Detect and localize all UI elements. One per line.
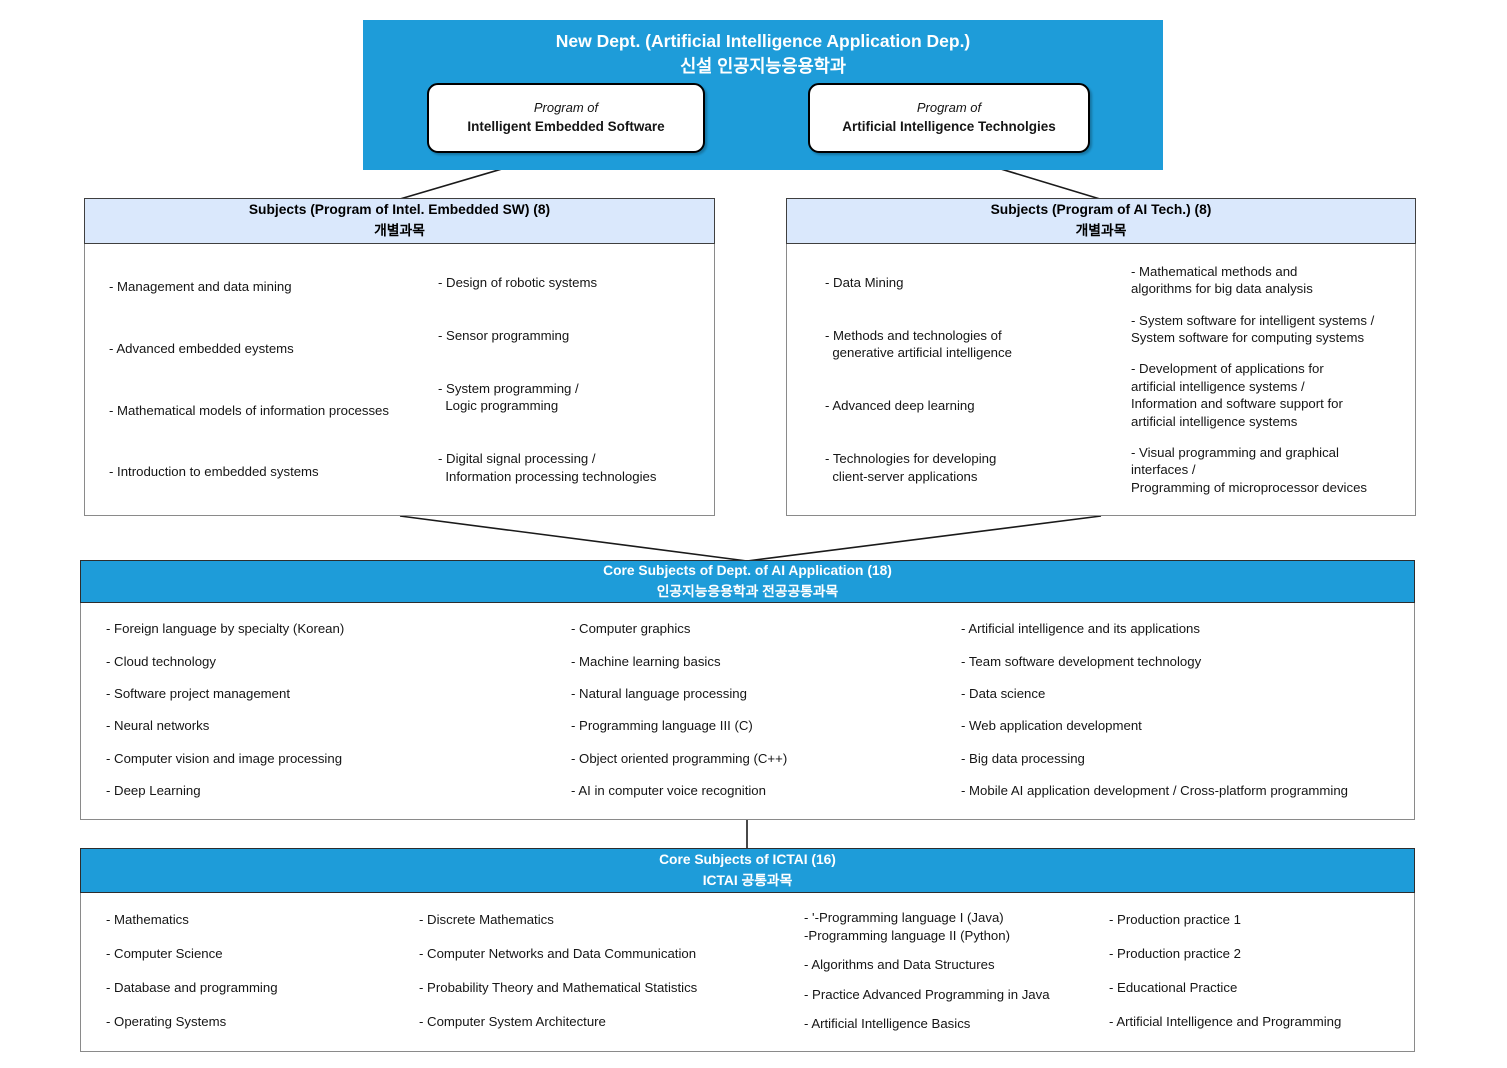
subject-item: - Cloud technology: [106, 653, 216, 669]
subject-item: - Operating Systems: [106, 1014, 227, 1030]
box-title-ko: 인공지능응용학과 전공공통과목: [656, 583, 839, 599]
subjects-column: - Data Mining - Methods and technologies …: [787, 256, 1131, 503]
subject-item: - Development of applications for artifi…: [1131, 361, 1343, 429]
subject-item: - Foreign language by specialty (Korean): [106, 621, 345, 637]
subject-item: - Probability Theory and Mathematical St…: [419, 980, 698, 996]
subjects-box-ai-tech: Subjects (Program of AI Tech.) (8) 개별과목 …: [786, 198, 1416, 516]
subjects-column: - Discrete Mathematics - Computer Network…: [419, 903, 804, 1039]
subject-item: - Mathematical methods and algorithms fo…: [1131, 263, 1313, 297]
subject-item: - Artificial intelligence and its applic…: [961, 621, 1200, 637]
subjects-column: - Production practice 1 - Production prac…: [1109, 903, 1414, 1039]
subject-item: - Data Mining: [825, 274, 904, 290]
subject-item: - Big data processing: [961, 750, 1085, 766]
subject-item: - Visual programming and graphical inter…: [1131, 444, 1367, 495]
subject-item: - AI in computer voice recognition: [571, 783, 766, 799]
subject-item: - Design of robotic systems: [438, 274, 598, 290]
connector-line-subjects-right-to-core: [746, 515, 1102, 562]
subject-item: - Computer vision and image processing: [106, 750, 343, 766]
program-name: Intelligent Embedded Software: [467, 118, 665, 134]
core-subjects-ai-application-header: Core Subjects of Dept. of AI Application…: [80, 560, 1415, 603]
box-title-ko: 개별과목: [1075, 223, 1127, 238]
connector-line-subjects-left-to-core: [399, 515, 748, 562]
subject-item: - Machine learning basics: [571, 653, 721, 669]
core-subjects-ictai-body: - Mathematics - Computer Science - Databas…: [81, 893, 1414, 1051]
subject-item: - Neural networks: [106, 718, 210, 734]
box-title-en: Core Subjects of ICTAI (16): [659, 851, 836, 867]
subjects-column: - Design of robotic systems - Sensor prog…: [438, 256, 714, 503]
subjects-column: - Artificial intelligence and its applic…: [961, 613, 1414, 807]
subject-item: - Educational Practice: [1109, 980, 1238, 996]
subject-item: - Methods and technologies of generative…: [825, 327, 1012, 361]
program-prefix: Program of: [916, 100, 982, 116]
subjects-column: - Mathematical methods and algorithms fo…: [1131, 256, 1415, 503]
subject-item: - Management and data mining: [109, 279, 292, 295]
core-subjects-ictai-box: Core Subjects of ICTAI (16) ICTAI 공통과목 -…: [80, 848, 1415, 1052]
subjects-column: - Computer graphics - Machine learning ba…: [571, 613, 961, 807]
program-prefix: Program of: [533, 100, 599, 116]
box-title-ko: 개별과목: [374, 223, 425, 238]
box-title-en: Subjects (Program of AI Tech.) (8): [990, 202, 1212, 218]
subjects-column: - Foreign language by specialty (Korean)…: [81, 613, 571, 807]
subject-item: - Natural language processing: [571, 686, 747, 702]
subject-item: - System programming / Logic programming: [438, 380, 579, 414]
core-subjects-ai-application-box: Core Subjects of Dept. of AI Application…: [80, 560, 1415, 820]
subjects-box-ai-tech-header: Subjects (Program of AI Tech.) (8) 개별과목: [786, 198, 1416, 244]
subjects-box-ai-tech-body: - Data Mining - Methods and technologies …: [787, 244, 1415, 515]
subject-item: - Advanced deep learning: [825, 398, 975, 414]
dept-title: New Dept. (Artificial Intelligence Appli…: [363, 20, 1163, 79]
subjects-column: - Management and data mining - Advanced e…: [85, 256, 438, 503]
subject-item: - Algorithms and Data Structures: [804, 957, 995, 973]
dept-title-ko: 신설 인공지능응용학과: [680, 55, 846, 76]
subjects-column: - Mathematics - Computer Science - Databas…: [81, 903, 419, 1039]
subject-item: - Database and programming: [106, 980, 278, 996]
subject-item: - Deep Learning: [106, 783, 201, 799]
subject-item: - Discrete Mathematics: [419, 912, 554, 928]
dept-header-box: New Dept. (Artificial Intelligence Appli…: [363, 20, 1163, 170]
subject-item: - Web application development: [961, 718, 1142, 734]
subject-item: - Mathematical models of information pro…: [109, 402, 389, 418]
subject-item: - Sensor programming: [438, 327, 570, 343]
subject-item: - Mathematics: [106, 912, 189, 928]
subject-item: - Data science: [961, 686, 1046, 702]
subject-item: - Artificial Intelligence and Programmin…: [1109, 1014, 1342, 1030]
dept-title-en: New Dept. (Artificial Intelligence Appli…: [555, 31, 971, 51]
subject-item: - Team software development technology: [961, 653, 1202, 669]
box-title-ko: ICTAI 공통과목: [702, 872, 793, 888]
subject-item: - Artificial Intelligence Basics: [804, 1016, 971, 1032]
subject-item: - Software project management: [106, 686, 290, 702]
subject-item: - Programming language III (C): [571, 718, 753, 734]
program-box-embedded-sw: Program of Intelligent Embedded Software: [427, 83, 705, 153]
subject-item: - Practice Advanced Programming in Java: [804, 986, 1050, 1002]
subject-item: - Digital signal processing / Informatio…: [438, 451, 657, 484]
subject-item: - Computer Networks and Data Communicati…: [419, 946, 697, 962]
subjects-box-embedded-sw: Subjects (Program of Intel. Embedded SW)…: [84, 198, 715, 516]
subject-item: - Computer Science: [106, 946, 223, 962]
subject-item: - Technologies for developing client-ser…: [825, 451, 997, 484]
subjects-column: - '-Programming language I (Java) -Progr…: [804, 903, 1109, 1039]
subject-item: - System software for intelligent system…: [1131, 312, 1375, 345]
subject-item: - Computer System Architecture: [419, 1014, 606, 1030]
program-box-ai-tech: Program of Artificial Intelligence Techn…: [808, 83, 1090, 153]
subject-item: - Production practice 1: [1109, 912, 1241, 928]
subject-item: - '-Programming language I (Java) -Progr…: [804, 910, 1010, 943]
box-title-en: Subjects (Program of Intel. Embedded SW)…: [248, 202, 551, 218]
subjects-box-embedded-sw-body: - Management and data mining - Advanced e…: [85, 244, 714, 515]
program-name: Artificial Intelligence Technolgies: [842, 118, 1056, 134]
core-subjects-ictai-header: Core Subjects of ICTAI (16) ICTAI 공통과목: [80, 848, 1415, 893]
subject-item: - Mobile AI application development / Cr…: [961, 783, 1349, 799]
subject-item: - Introduction to embedded systems: [109, 464, 319, 480]
subjects-box-embedded-sw-header: Subjects (Program of Intel. Embedded SW)…: [84, 198, 715, 244]
core-subjects-ai-application-body: - Foreign language by specialty (Korean)…: [81, 603, 1414, 819]
box-title-en: Core Subjects of Dept. of AI Application…: [603, 562, 892, 578]
subject-item: - Production practice 2: [1109, 946, 1241, 962]
subject-item: - Object oriented programming (C++): [571, 750, 788, 766]
subject-item: - Advanced embedded eystems: [109, 340, 294, 356]
subject-item: - Computer graphics: [571, 621, 691, 637]
